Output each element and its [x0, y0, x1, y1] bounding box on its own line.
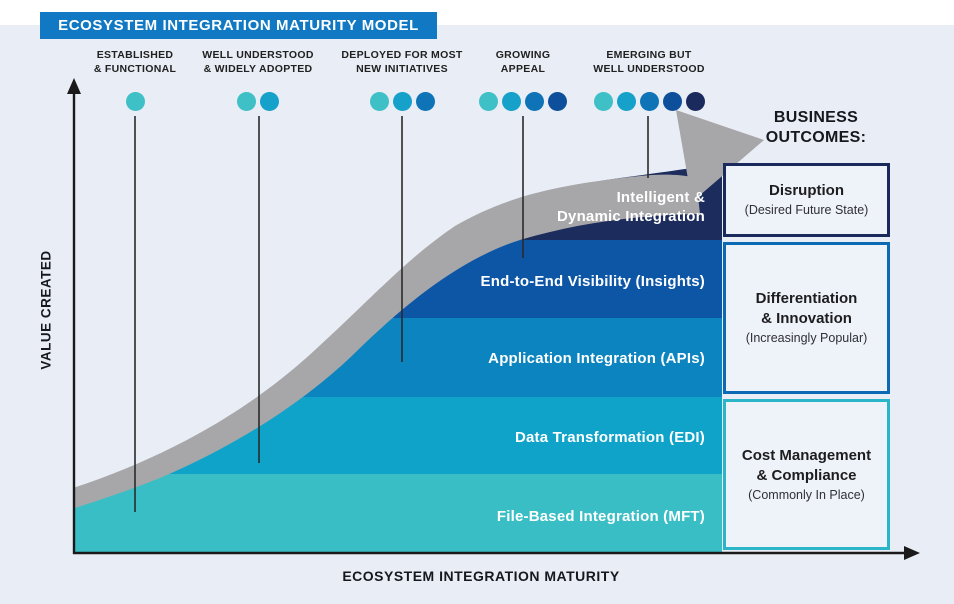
- stage-label: WELL UNDERSTOOD: [202, 49, 314, 61]
- growth-arrow-shaft: [73, 174, 700, 509]
- outcome-box-title: & Compliance: [756, 466, 857, 484]
- outcome-box-cost-management: Cost Management & Compliance (Commonly I…: [723, 399, 890, 550]
- outcome-box-title: & Innovation: [761, 310, 852, 327]
- maturity-dot: [616, 92, 636, 111]
- outcome-box-subtitle: (Commonly In Place): [748, 487, 865, 502]
- maturity-dot: [685, 92, 705, 111]
- business-outcomes-line: BUSINESS: [773, 109, 859, 126]
- band-label-intelligent: Intelligent & Dynamic Integration: [557, 188, 705, 226]
- stage-dots: [173, 92, 343, 111]
- maturity-dot: [237, 92, 256, 111]
- x-axis-label: ECOSYSTEM INTEGRATION MATURITY: [342, 568, 620, 584]
- stage-growing-appeal: GROWING APPEAL: [438, 48, 608, 111]
- maturity-dot: [593, 92, 613, 111]
- maturity-dot: [260, 92, 279, 111]
- maturity-dot: [502, 92, 521, 111]
- maturity-dot: [639, 92, 659, 111]
- page-title: ECOSYSTEM INTEGRATION MATURITY MODEL: [40, 12, 437, 39]
- growth-arrow-head: [676, 110, 764, 202]
- stage-label: EMERGING BUT: [606, 49, 692, 61]
- stage-dots: [564, 92, 734, 111]
- band-label-line: Dynamic Integration: [557, 208, 705, 225]
- band-label-line: Intelligent &: [616, 189, 705, 206]
- y-axis-label: VALUE CREATED: [38, 250, 54, 370]
- stage-label: APPEAL: [500, 63, 546, 75]
- stage-label: ESTABLISHED: [96, 49, 174, 61]
- band-mft: [73, 474, 722, 554]
- stage-label: GROWING: [495, 49, 551, 61]
- maturity-dot: [662, 92, 682, 111]
- y-axis-arrowhead: [67, 78, 81, 94]
- band-label-mft: File-Based Integration (MFT): [496, 508, 705, 525]
- maturity-dot: [479, 92, 498, 111]
- stage-label: & FUNCTIONAL: [93, 63, 177, 75]
- stage-established: ESTABLISHED & FUNCTIONAL: [50, 48, 220, 111]
- maturity-dot: [525, 92, 544, 111]
- outcome-box-title: Differentiation: [755, 290, 858, 307]
- stage-drop-lines: [134, 116, 649, 512]
- stage-deployed: DEPLOYED FOR MOST NEW INITIATIVES: [317, 48, 487, 111]
- outcome-box-title: Disruption: [769, 182, 844, 199]
- maturity-dot: [392, 92, 412, 111]
- axes: [67, 78, 920, 560]
- stage-label: WELL UNDERSTOOD: [593, 63, 705, 75]
- business-outcomes-line: OUTCOMES:: [765, 129, 867, 146]
- maturity-dot: [369, 92, 389, 111]
- stage-dots: [438, 92, 608, 111]
- outcome-box-differentiation: Differentiation & Innovation (Increasing…: [723, 242, 890, 394]
- maturity-dot: [548, 92, 567, 111]
- band-label-apis: Application Integration (APIs): [488, 350, 705, 367]
- stage-emerging: EMERGING BUT WELL UNDERSTOOD: [564, 48, 734, 111]
- stage-label: NEW INITIATIVES: [356, 63, 448, 75]
- stage-well-understood: WELL UNDERSTOOD & WIDELY ADOPTED: [173, 48, 343, 111]
- stage-label: DEPLOYED FOR MOST: [341, 49, 463, 61]
- outcome-box-subtitle: (Desired Future State): [744, 203, 869, 217]
- maturity-dot: [125, 92, 145, 111]
- business-outcomes-heading: BUSINESS OUTCOMES:: [733, 108, 899, 148]
- x-axis-arrowhead: [904, 546, 920, 560]
- maturity-dot: [415, 92, 435, 111]
- band-label-edi: Data Transformation (EDI): [514, 429, 705, 446]
- stage-label: & WIDELY ADOPTED: [203, 63, 313, 75]
- outcome-box-title: Cost Management: [741, 446, 872, 464]
- band-label-insights: End-to-End Visibility (Insights): [480, 273, 705, 290]
- stage-dots: [317, 92, 487, 111]
- outcome-box-disruption: Disruption (Desired Future State): [723, 163, 890, 237]
- stage-dots: [50, 92, 220, 111]
- outcome-box-subtitle: (Increasingly Popular): [745, 331, 868, 345]
